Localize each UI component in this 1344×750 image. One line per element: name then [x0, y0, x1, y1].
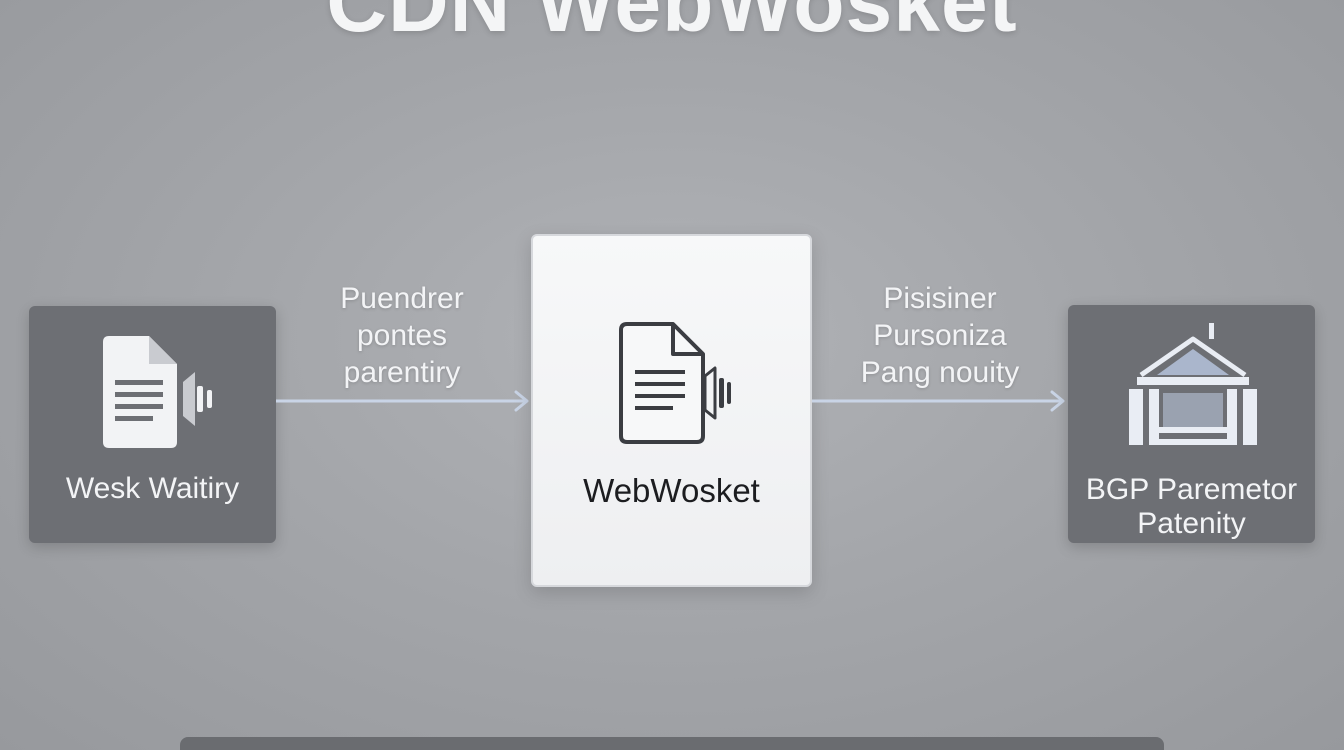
node-label: BGP Paremetor Patenity — [1085, 473, 1298, 540]
edge-label-left: Puendrer pontes parentiry — [340, 282, 464, 389]
document-speaker-icon — [619, 322, 731, 444]
node-label: Wesk Waitiry — [65, 472, 240, 505]
edge-label-right: Pisisiner Pursoniza Pang nouity — [860, 282, 1020, 389]
diagram-title: CDN WebWosket — [326, 0, 1018, 49]
building-icon — [1129, 323, 1257, 445]
bottom-bar — [180, 737, 1164, 750]
node-webwosket: WebWosket — [531, 234, 812, 587]
document-speaker-icon — [103, 336, 212, 448]
node-wesk-waitiry: Wesk Waitiry — [29, 306, 276, 543]
node-label: WebWosket — [583, 472, 760, 509]
arrow-right-icon — [812, 390, 1065, 412]
arrow-right-icon — [276, 390, 529, 412]
node-bgp-paremetor: BGP Paremetor Patenity — [1068, 305, 1315, 543]
